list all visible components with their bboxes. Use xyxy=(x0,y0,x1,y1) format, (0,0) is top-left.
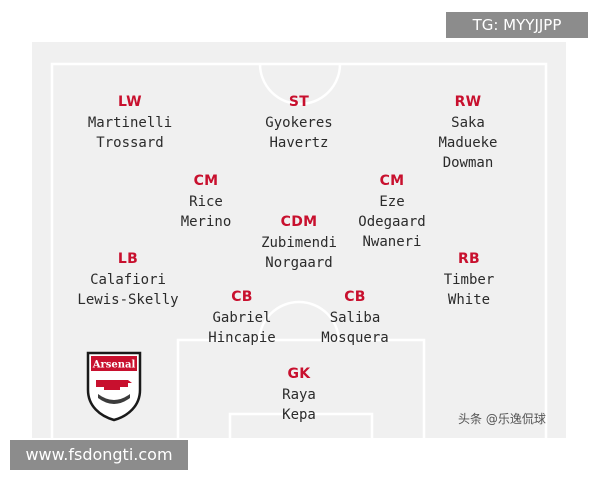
position-label: CB xyxy=(231,289,253,305)
arsenal-crest-icon: Arsenal xyxy=(86,351,142,422)
position-label: CM xyxy=(379,173,405,189)
player-name: Timber xyxy=(443,272,495,288)
player-name: Dowman xyxy=(442,155,494,171)
position-label: GK xyxy=(287,366,311,382)
player-name: Trossard xyxy=(96,135,164,151)
position-label: CDM xyxy=(280,214,318,230)
player-name: Madueke xyxy=(438,135,498,151)
player-name: Rice xyxy=(189,194,223,210)
position-cm-right: CM Eze Odegaard Nwaneri xyxy=(312,173,472,252)
player-name: Merino xyxy=(180,214,232,230)
player-name: Gyokeres xyxy=(265,115,333,131)
position-label: ST xyxy=(288,94,310,110)
player-name: Nwaneri xyxy=(362,234,422,250)
position-cm-left: CM Rice Merino xyxy=(126,173,286,232)
position-st: ST Gyokeres Havertz xyxy=(219,94,379,153)
position-label: CB xyxy=(344,289,366,305)
player-name: Norgaard xyxy=(265,255,333,271)
pitch-outline xyxy=(50,62,548,438)
player-name: Hincapie xyxy=(208,330,276,346)
penalty-box xyxy=(176,338,426,438)
position-lw: LW Martinelli Trossard xyxy=(50,94,210,153)
position-lb: LB Calafiori Lewis-Skelly xyxy=(48,251,208,310)
player-name: Mosquera xyxy=(321,330,389,346)
watermark: 头条 @乐逸侃球 xyxy=(458,412,546,426)
player-name: Havertz xyxy=(269,135,329,151)
position-cdm: CDM Zubimendi Norgaard xyxy=(219,214,379,273)
player-name: Lewis-Skelly xyxy=(77,292,179,308)
pitch-markings xyxy=(50,62,548,438)
position-cb-left: CB Gabriel Hincapie xyxy=(162,289,322,348)
website-badge: www.fsdongti.com xyxy=(10,440,188,470)
position-rb: RB Timber White xyxy=(389,251,549,310)
player-name: Eze xyxy=(379,194,405,210)
player-name: Martinelli xyxy=(87,115,173,131)
centre-circle-arc xyxy=(258,63,342,106)
position-label: CM xyxy=(193,173,219,189)
player-name: Saka xyxy=(451,115,485,131)
position-label: LW xyxy=(118,94,142,110)
player-name: Calafiori xyxy=(90,272,166,288)
player-name: White xyxy=(447,292,491,308)
player-name: Raya xyxy=(282,387,316,403)
player-name: Gabriel xyxy=(212,310,272,326)
position-cb-right: CB Saliba Mosquera xyxy=(275,289,435,348)
svg-text:Arsenal: Arsenal xyxy=(92,360,136,371)
position-rw: RW Saka Madueke Dowman xyxy=(388,94,548,173)
position-label: RW xyxy=(454,94,482,110)
telegram-badge: TG: MYYJJPP xyxy=(446,12,588,38)
position-label: RB xyxy=(457,251,481,267)
position-gk: GK Raya Kepa xyxy=(219,366,379,425)
player-name: Odegaard xyxy=(358,214,426,230)
six-yard-box xyxy=(228,412,374,438)
position-label: LB xyxy=(117,251,139,267)
player-name: Saliba xyxy=(329,310,381,326)
player-name: Kepa xyxy=(282,407,316,423)
player-name: Zubimendi xyxy=(261,235,337,251)
